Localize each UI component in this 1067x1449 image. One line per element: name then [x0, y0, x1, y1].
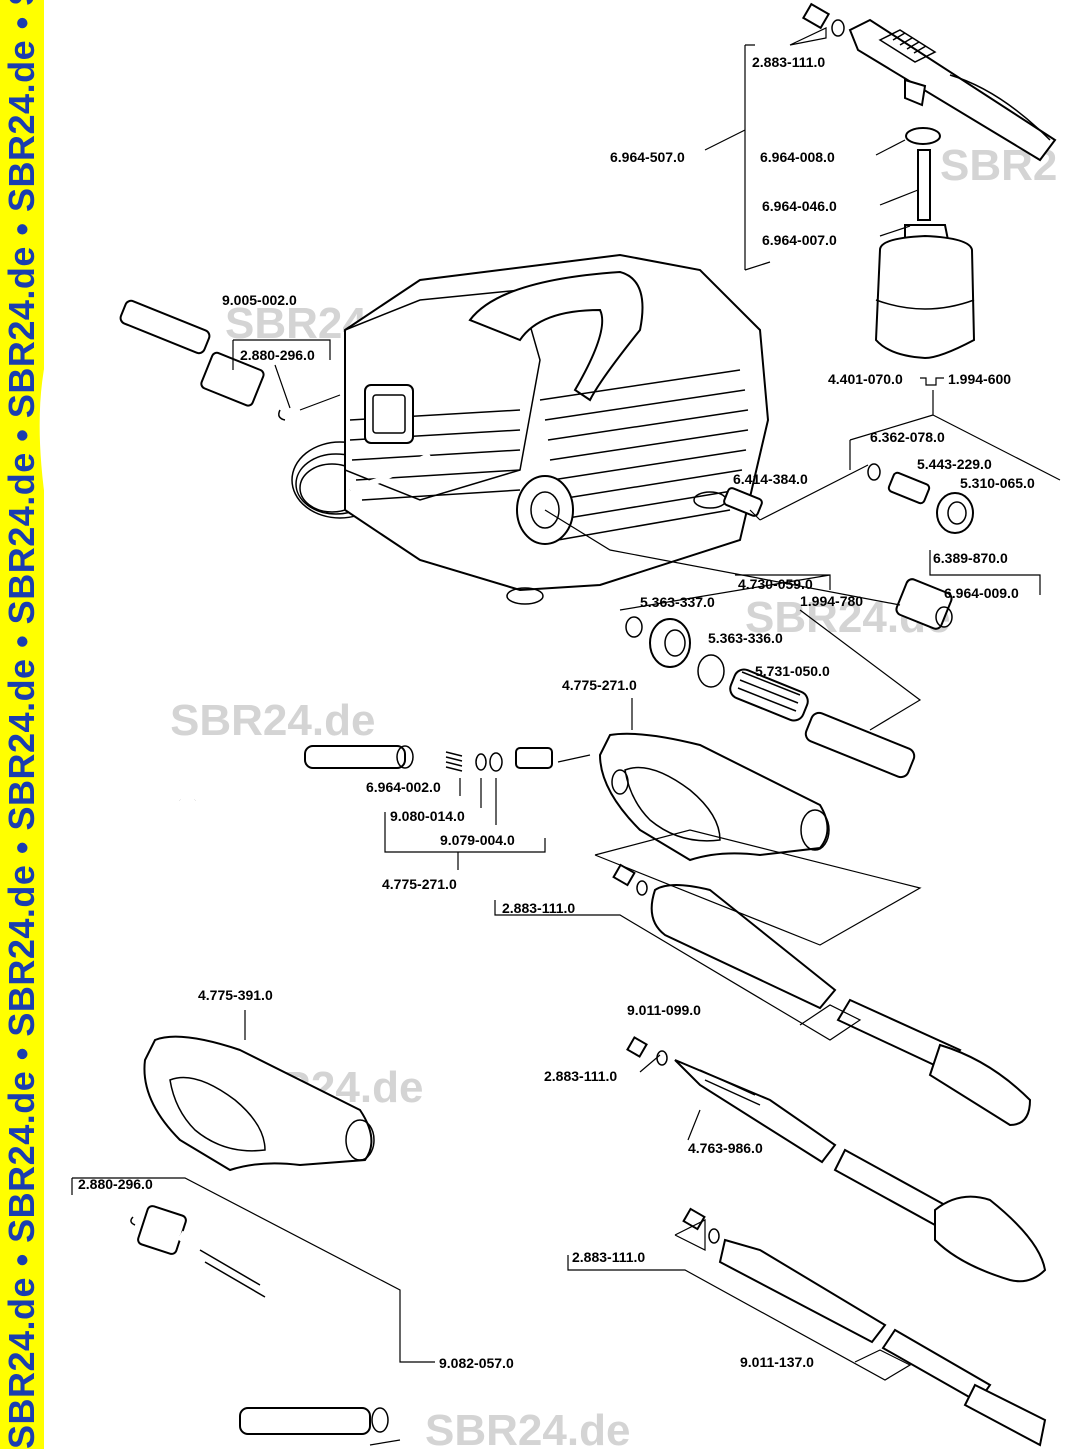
garden-hose-coupling	[895, 578, 953, 630]
foam-bottle	[874, 224, 976, 360]
watermark-bottom: SBR24.de	[425, 1406, 630, 1449]
label-kit-1994-600: 1.994-600	[948, 371, 1011, 387]
label-o-ring-9079: 9.079-004.0	[440, 832, 515, 848]
pressure-washer-machine	[291, 253, 770, 605]
dirt-blaster-lance	[674, 1059, 1047, 1283]
o-ring-foam	[905, 127, 941, 145]
label-gun-alt: 4.775-391.0	[198, 987, 273, 1003]
valve-insert	[515, 747, 553, 769]
leader-lines	[71, 27, 1061, 1446]
hose-nipple	[887, 471, 931, 505]
label-adapter-6414: 6.414-384.0	[733, 471, 808, 487]
label-gun-bottom: 4.775-271.0	[382, 876, 457, 892]
label-lance-9011-137: 9.011-137.0	[740, 1354, 814, 1370]
label-coupling-6964-009: 6.964-009.0	[944, 585, 1019, 601]
trigger-gun-alt	[143, 1035, 375, 1172]
o-ring-9079	[489, 752, 503, 772]
seal-5363-337	[625, 616, 643, 638]
foam-suction-tube	[917, 149, 931, 221]
label-gun-top: 4.775-271.0	[562, 677, 637, 693]
label-nipple: 5.443-229.0	[917, 456, 992, 472]
label-nozzle-screw-dirt: 2.883-111.0	[544, 1068, 617, 1084]
label-kit-4401: 4.401-070.0	[828, 371, 903, 387]
label-suction-tube: 6.964-046.0	[762, 198, 837, 214]
label-o-ring-hose-bottom: 2.880-296.0	[78, 1176, 153, 1192]
part-labels: 2.883-111.0 6.964-507.0 6.964-008.0 6.96…	[78, 54, 1035, 1371]
o-ring-hose-bottom	[130, 1216, 136, 1226]
label-lance-9011-099: 9.011-099.0	[627, 1002, 701, 1018]
trigger-gun	[598, 732, 830, 862]
valve-spring	[445, 751, 463, 772]
o-ring-hose	[278, 409, 286, 421]
label-nozzle-screw-mid: 2.883-111.0	[502, 900, 575, 916]
high-pressure-hose	[39, 299, 414, 804]
label-ring-5363-337: 5.363-337.0	[640, 594, 715, 610]
inlet-nut	[649, 618, 691, 668]
o-ring-6362	[867, 463, 881, 481]
label-nozzle-screw-top: 2.883-111.0	[752, 54, 825, 70]
adapter-6414	[723, 487, 763, 517]
label-o-ring-hose: 2.880-296.0	[240, 347, 315, 363]
seal-5363-336	[697, 654, 725, 688]
label-foam-kit: 6.964-507.0	[610, 149, 685, 165]
inlet-tube	[804, 711, 916, 779]
label-hose-extension: 9.082-057.0	[439, 1355, 514, 1371]
label-foam-bottle: 6.964-007.0	[762, 232, 837, 248]
label-o-ring-top: 6.964-008.0	[760, 149, 835, 165]
label-coupling-6389: 6.389-870.0	[933, 550, 1008, 566]
label-nozzle-screw-bottom: 2.883-111.0	[572, 1249, 645, 1265]
label-filter: 5.731-050.0	[755, 663, 830, 679]
foam-nozzle-assembly	[801, 2, 1057, 162]
label-spring: 6.964-002.0	[366, 779, 441, 795]
union-nut	[936, 492, 974, 534]
label-o-ring-6362: 6.362-078.0	[870, 429, 945, 445]
hose-extension	[137, 1205, 389, 1435]
o-ring-9080	[475, 753, 487, 771]
label-o-ring-9080: 9.080-014.0	[390, 808, 465, 824]
lance-9011-137	[718, 1238, 1047, 1447]
label-nut: 5.310-065.0	[960, 475, 1035, 491]
label-dirt-blaster: 4.763-986.0	[688, 1140, 763, 1156]
label-kit-1994-780: 1.994-780	[800, 593, 863, 609]
label-ring-5363-336: 5.363-336.0	[708, 630, 783, 646]
label-hose-hp: 9.005-002.0	[222, 292, 297, 308]
label-kit-4730: 4.730-059.0	[738, 576, 813, 592]
nozzle-screw-mid	[612, 863, 648, 896]
watermark-sidebar: SBR24.de • SBR24.de • SBR24.de • SBR24.d…	[0, 0, 44, 1449]
lance-9011-099	[650, 884, 1032, 1127]
inlet-filter	[729, 668, 809, 722]
nozzle-screw-bottom	[682, 1207, 720, 1244]
nozzle-screw-dirt	[626, 1036, 668, 1066]
watermark-left: SBR24.de	[170, 696, 375, 745]
